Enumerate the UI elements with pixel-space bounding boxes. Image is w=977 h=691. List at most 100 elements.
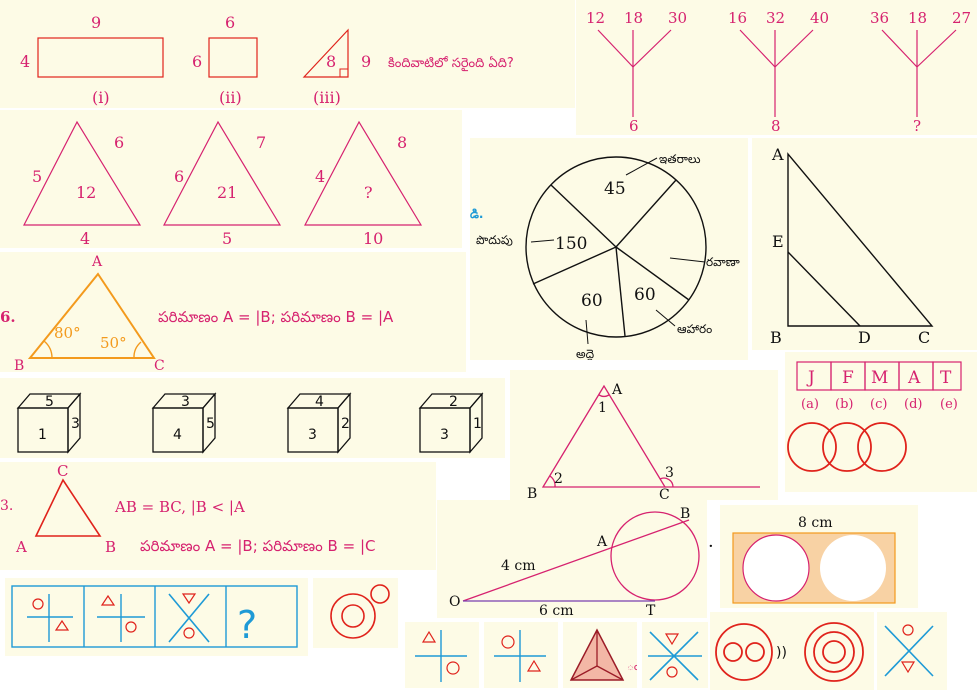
letter-label-b: (b) xyxy=(835,397,853,412)
rect1-top: 9 xyxy=(91,13,101,32)
angle-3: 3 xyxy=(665,465,674,481)
triangle-3 xyxy=(304,120,423,226)
cube2-side: 5 xyxy=(206,416,215,432)
sequence-question-mark: ? xyxy=(237,603,257,647)
cube2-front: 4 xyxy=(173,427,182,443)
letter-label-a: (a) xyxy=(801,397,819,412)
cube-2 xyxy=(151,392,217,454)
triangle-abc-angles xyxy=(541,384,667,488)
label-d: D xyxy=(858,328,871,347)
tri2-right: 7 xyxy=(256,133,266,152)
label-c: C xyxy=(918,328,930,347)
cube3-front: 3 xyxy=(308,427,317,443)
tri3-base: 10 xyxy=(363,229,383,248)
q6-vertex-b: B xyxy=(14,358,24,372)
triangles-panel: 5 6 12 4 6 7 21 5 4 8 ? 10 xyxy=(0,110,462,248)
tree-2 xyxy=(739,29,814,117)
answer-3: ం xyxy=(563,622,637,688)
letters-panel: J F M A T (a) (b) (c) (d) (e) xyxy=(785,352,977,492)
tangent-panel: O A B T 4 cm 6 cm xyxy=(437,500,707,618)
tri3-left: 4 xyxy=(315,167,325,186)
tri2-left: 6 xyxy=(174,167,184,186)
q6-vertex-a: A xyxy=(91,254,103,270)
triangle-iii xyxy=(302,28,349,78)
segment-ed xyxy=(787,251,861,327)
label-a: A xyxy=(771,145,784,164)
cubes-panel: 5 1 3 3 4 5 4 3 2 2 3 1 xyxy=(0,378,505,458)
pie-food-value: 60 xyxy=(634,285,656,305)
rectangle-i xyxy=(37,37,164,78)
pie-savings-label: పొదుపు xyxy=(476,233,513,247)
right-circle xyxy=(820,535,886,601)
pie-rent-label: అద్దె xyxy=(576,347,595,360)
angle-2: 2 xyxy=(554,471,563,487)
outer-circle xyxy=(330,593,376,639)
answer-4 xyxy=(642,622,708,688)
angle-3-arc xyxy=(659,477,674,488)
tree2-bottom: 8 xyxy=(771,117,781,135)
cube-4 xyxy=(418,392,484,454)
angle-tri-a: A xyxy=(611,382,623,398)
rect2-top: 6 xyxy=(225,13,235,32)
tri1-left: 5 xyxy=(32,167,42,186)
label-b: B xyxy=(770,328,782,347)
letter-label-d: (d) xyxy=(904,397,922,412)
q6-angle-b: 80° xyxy=(54,324,81,342)
angle-2-arc xyxy=(549,475,556,488)
answer-1 xyxy=(405,622,479,688)
pie-divider-3 xyxy=(532,246,617,285)
concentric-panel xyxy=(313,578,398,648)
right-triangle-panel: A E B D C xyxy=(752,138,977,350)
rect2-left: 6 xyxy=(192,52,202,71)
answer-2 xyxy=(484,622,558,688)
q8-number: 3. xyxy=(0,498,13,514)
pie-rent-value: 60 xyxy=(581,291,603,311)
answer-7 xyxy=(877,612,947,690)
cube4-side: 1 xyxy=(473,416,482,432)
angle-1-arc xyxy=(598,394,610,397)
q8-line1: AB = BC, |B < |A xyxy=(114,498,245,516)
point-t: T xyxy=(646,603,656,618)
cube4-top: 2 xyxy=(449,394,458,410)
answer-3-mark: ం xyxy=(627,659,637,673)
tree1-c: 30 xyxy=(668,9,687,27)
tri1-base: 4 xyxy=(80,229,90,248)
pie-divider-2 xyxy=(615,179,677,248)
cube3-top: 4 xyxy=(315,394,324,410)
pie-others-label: ఇతరాలు xyxy=(659,152,701,166)
tri2-base: 5 xyxy=(222,229,232,248)
small-circle xyxy=(370,584,390,604)
tri1-right: 6 xyxy=(114,133,124,152)
answer-6 xyxy=(796,612,874,690)
venn-circle-1 xyxy=(787,422,837,472)
q8-vertex-a: A xyxy=(15,538,27,556)
cube3-side: 2 xyxy=(341,416,350,432)
triangle-abc xyxy=(787,152,934,327)
q8-vertex-b: B xyxy=(105,538,116,556)
q8-panel: 3. C A B AB = BC, |B < |A పరిమాణం A = |B… xyxy=(0,462,436,570)
inner-circle xyxy=(341,604,365,628)
cube4-front: 3 xyxy=(440,427,449,443)
tree2-b: 32 xyxy=(766,9,785,27)
cube2-top: 3 xyxy=(181,394,190,410)
sequence-cell-1 xyxy=(27,594,73,642)
point-b: B xyxy=(680,506,690,522)
triangle-2 xyxy=(163,120,282,226)
left-circle xyxy=(742,534,810,602)
pie-others-value: 45 xyxy=(604,179,626,199)
q6-number: 6. xyxy=(0,308,16,326)
letter-label-e: (e) xyxy=(940,397,958,412)
cube-3 xyxy=(286,392,352,454)
dot-mark: · xyxy=(708,536,714,557)
angle-1: 1 xyxy=(598,400,607,416)
q6-statement: పరిమాణం A = |B; పరిమాణం B = |A xyxy=(158,308,394,326)
rect1-left: 4 xyxy=(20,52,30,71)
tree-3 xyxy=(881,29,957,117)
rectangle-ii xyxy=(208,37,258,78)
orange-triangle xyxy=(27,272,156,359)
tree-1 xyxy=(597,29,672,117)
answer-5: )) xyxy=(710,612,796,690)
answer-5-paren: )) xyxy=(776,645,787,661)
cube1-front: 1 xyxy=(38,427,47,443)
pie-divider-1 xyxy=(550,184,617,248)
